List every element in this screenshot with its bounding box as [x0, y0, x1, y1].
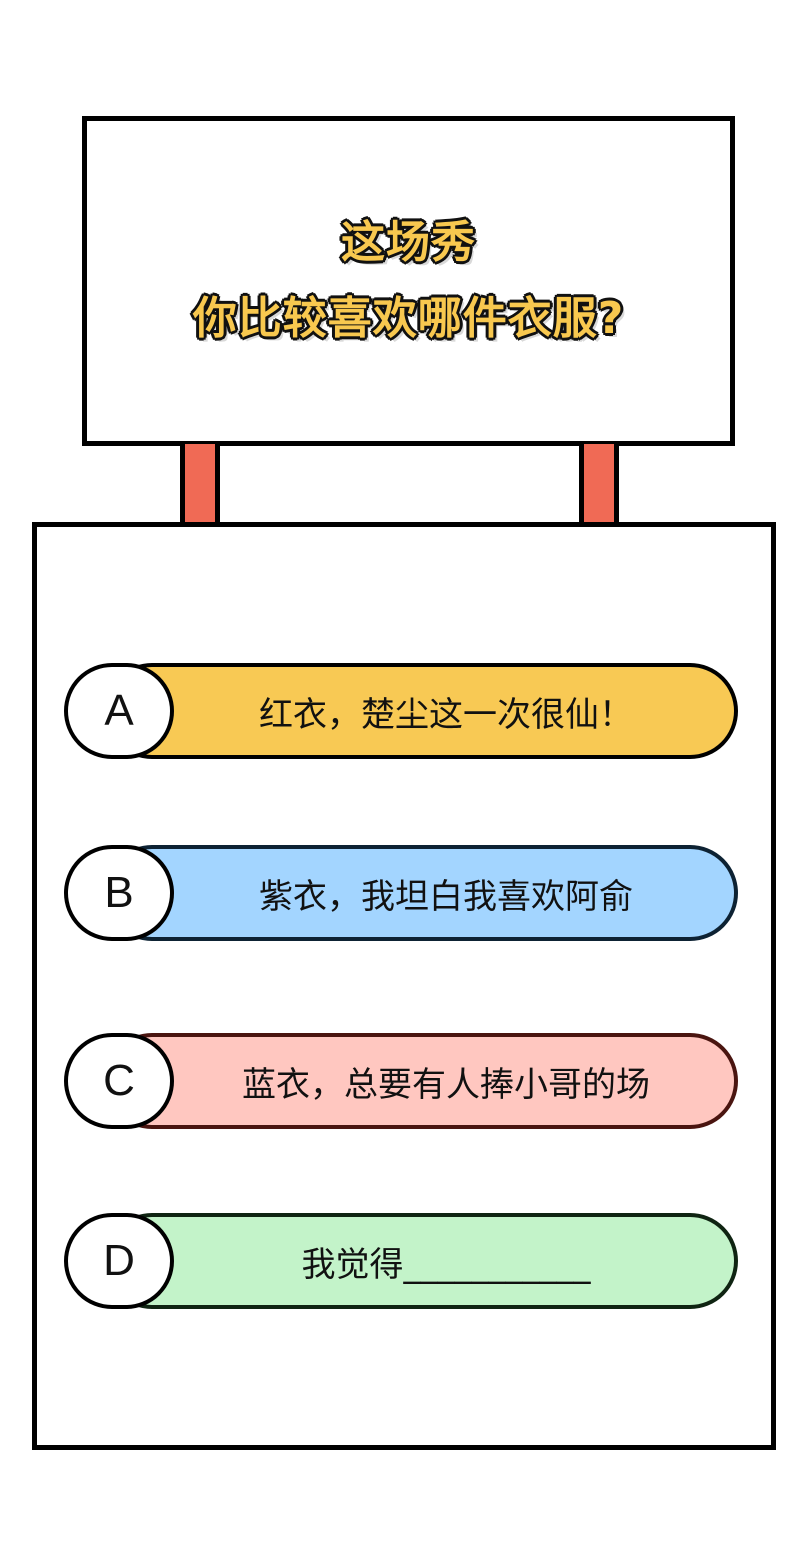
option-a-letter: A: [104, 686, 134, 735]
option-a[interactable]: 红衣，楚尘这一次很仙！ A: [64, 663, 738, 759]
option-c-badge[interactable]: C: [64, 1033, 174, 1129]
option-c-text: 蓝衣，总要有人捧小哥的场: [242, 1064, 650, 1105]
options-board: [32, 522, 776, 1450]
question-sign: 这场秀 你比较喜欢哪件衣服?: [82, 116, 735, 446]
option-a-pill[interactable]: 红衣，楚尘这一次很仙！: [104, 663, 738, 759]
sign-pole-left: [180, 444, 220, 524]
option-a-badge[interactable]: A: [64, 663, 174, 759]
question-title-line-2: 你比较喜欢哪件衣服?: [192, 292, 625, 345]
question-title-line-1: 这场秀: [340, 216, 476, 269]
option-b-text: 紫衣，我坦白我喜欢阿俞: [259, 876, 633, 917]
option-a-text: 红衣，楚尘这一次很仙！: [259, 694, 633, 735]
option-b[interactable]: 紫衣，我坦白我喜欢阿俞 B: [64, 845, 738, 941]
option-d-badge[interactable]: D: [64, 1213, 174, 1309]
option-c-letter: C: [103, 1056, 135, 1105]
option-d[interactable]: 我觉得___________ D: [64, 1213, 738, 1309]
option-b-pill[interactable]: 紫衣，我坦白我喜欢阿俞: [104, 845, 738, 941]
option-d-text: 我觉得___________: [301, 1244, 591, 1285]
option-d-pill[interactable]: 我觉得___________: [104, 1213, 738, 1309]
option-d-letter: D: [103, 1236, 135, 1285]
option-c-pill[interactable]: 蓝衣，总要有人捧小哥的场: [104, 1033, 738, 1129]
sign-pole-right: [579, 444, 619, 524]
option-b-letter: B: [104, 868, 134, 917]
option-b-badge[interactable]: B: [64, 845, 174, 941]
option-c[interactable]: 蓝衣，总要有人捧小哥的场 C: [64, 1033, 738, 1129]
